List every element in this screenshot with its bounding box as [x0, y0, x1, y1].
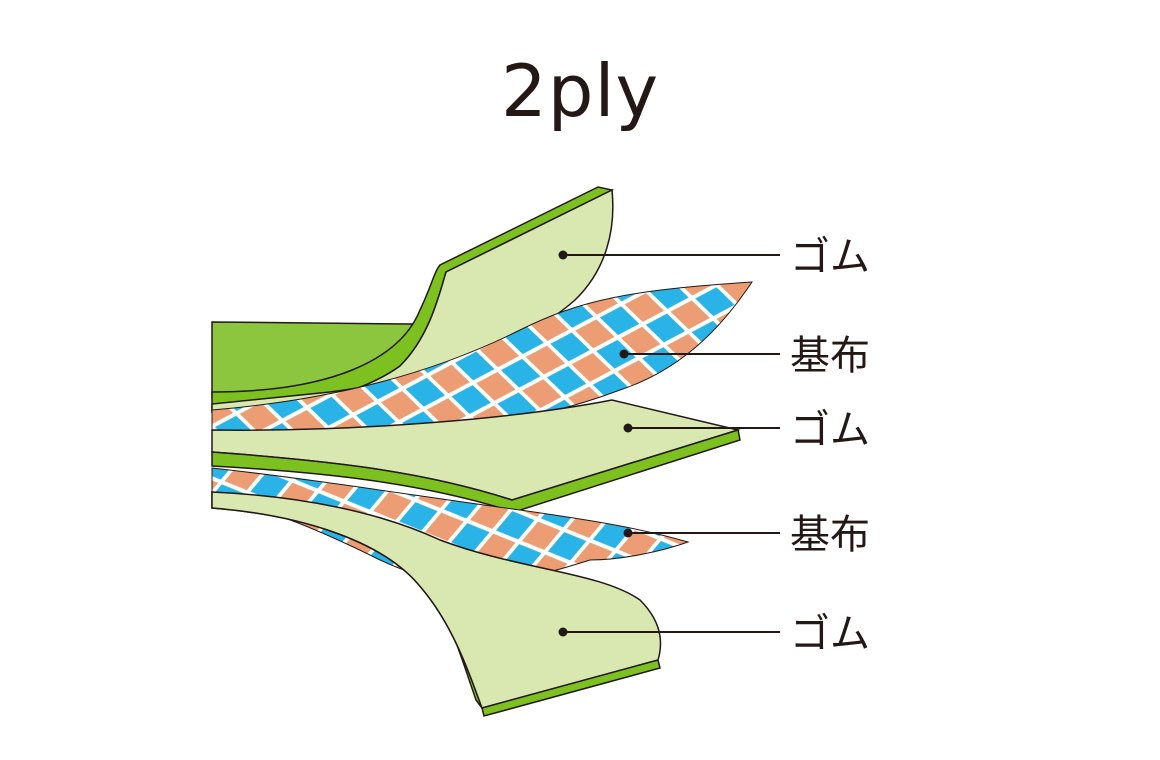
leader-rubber-1 — [558, 250, 780, 260]
rubber-layer-bottom-rim — [481, 659, 661, 717]
leader-rubber-2 — [623, 423, 780, 433]
rubber-layer-bottom-face — [211, 491, 662, 709]
leader-rubber-3 — [558, 627, 780, 637]
leader-fabric-2 — [623, 528, 780, 538]
fabric-layer-lower — [211, 467, 690, 584]
diagram-title: 2ply — [500, 49, 660, 133]
rubber-layer-top-face — [211, 188, 614, 413]
label-rubber-1: ゴム — [790, 234, 870, 280]
label-rubber-2: ゴム — [790, 407, 870, 453]
label-fabric-1: 基布 — [790, 333, 870, 379]
leader-fabric-1 — [619, 349, 780, 359]
label-fabric-2: 基布 — [790, 512, 870, 558]
label-rubber-3: ゴム — [790, 611, 870, 657]
rubber-layer-middle-edge — [211, 429, 741, 513]
